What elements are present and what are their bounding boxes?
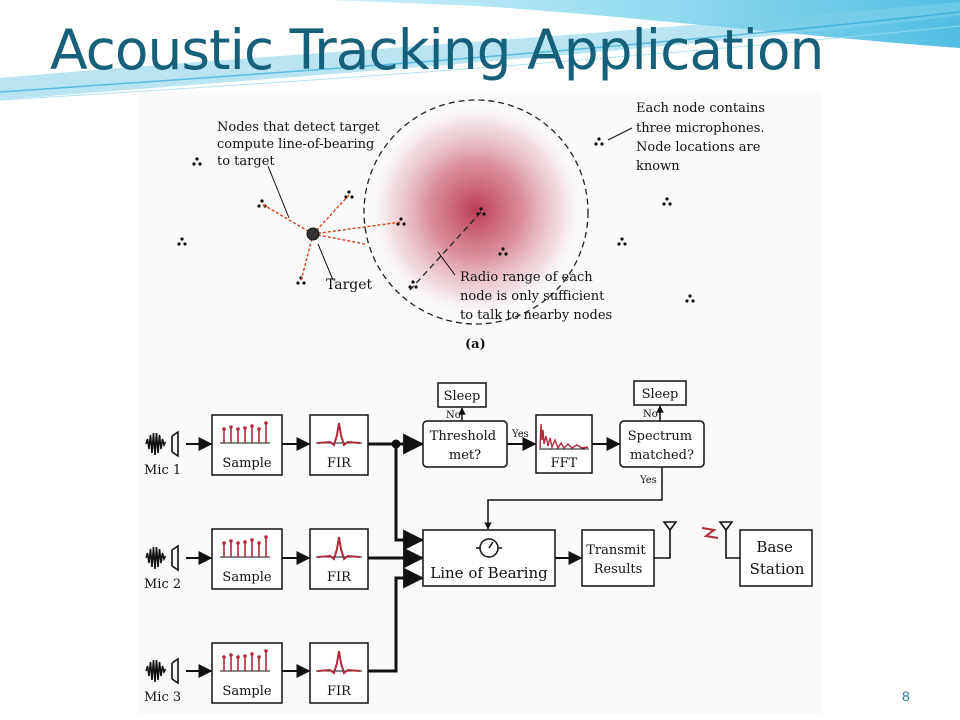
- radio-link-icon: [654, 521, 740, 559]
- page-number: 8: [902, 688, 910, 704]
- threshold-line-2: met?: [449, 448, 481, 463]
- slide-title: Acoustic Tracking Application: [50, 18, 824, 82]
- label-detect-line-3: to target: [217, 154, 275, 169]
- mic-1-label: Mic 1: [144, 463, 181, 478]
- sample-box-1: [211, 414, 283, 476]
- svg-text:Base Station: Base Station: [750, 538, 805, 578]
- mic-row-3: Mic 3 Sample FIR: [144, 642, 369, 705]
- sample-box-2: [211, 528, 283, 590]
- svg-text:Each node contains three: Each node contains three microphones. No…: [636, 101, 769, 174]
- svg-text:Threshold met?: Threshold met?: [430, 429, 500, 463]
- diagram-caption: (a): [465, 337, 486, 352]
- sample-label-3: Sample: [222, 684, 271, 699]
- mic-3-label: Mic 3: [144, 690, 181, 705]
- sleep-box-1: [437, 382, 487, 408]
- processing-flow: Mic 1 Sample FIR Mic 2 Sample FIR Mic 3: [144, 380, 813, 705]
- transmit-line-1: Transmit: [586, 543, 646, 558]
- label-each-node-line-2: three microphones.: [636, 121, 765, 136]
- sample-label-2: Sample: [222, 570, 271, 585]
- spectrum-line-1: Spectrum: [628, 429, 692, 444]
- lines-of-bearing: [261, 194, 402, 282]
- no-label-2: No: [643, 409, 658, 420]
- radio-range-circle: [363, 99, 589, 325]
- sleep-box-2: [633, 380, 687, 406]
- mic-row-2: Mic 2 Sample FIR: [144, 528, 369, 592]
- sleep-label-2: Sleep: [642, 387, 679, 402]
- yes-label-2: Yes: [639, 475, 657, 486]
- base-line-1: Base: [756, 538, 793, 556]
- line-of-bearing-label: Line of Bearing: [430, 564, 548, 582]
- svg-text:Radio range of each node: Radio range of each node is only suffici…: [460, 270, 612, 323]
- base-station-box: [739, 529, 813, 587]
- fir-connections: [368, 433, 425, 673]
- label-target: Target: [326, 277, 373, 293]
- label-detect-line-1: Nodes that detect target: [217, 120, 380, 135]
- transmit-box: [581, 529, 655, 587]
- radio-range-glow: [368, 102, 584, 318]
- sample-label-1: Sample: [222, 456, 271, 471]
- header-banner: [0, 0, 960, 101]
- no-label-1: No: [446, 410, 461, 421]
- sample-box-3: [211, 642, 283, 704]
- svg-text:Nodes that detect target: Nodes that detect target compute line-of…: [217, 120, 384, 169]
- transmit-line-2: Results: [594, 562, 643, 577]
- label-radio-line-3: to talk to nearby nodes: [460, 308, 612, 323]
- target-marker: [306, 227, 320, 241]
- fft-label: FFT: [551, 456, 578, 471]
- label-each-node-line-3: Node locations are: [636, 140, 761, 155]
- spectrum-line-2: matched?: [630, 448, 694, 463]
- mic-2-label: Mic 2: [144, 577, 181, 592]
- sleep-label-1: Sleep: [444, 389, 481, 404]
- yes-label-1: Yes: [511, 429, 529, 440]
- label-each-node-line-1: Each node contains: [636, 101, 765, 116]
- radio-radius-line: [409, 211, 482, 291]
- compass-icon: [476, 538, 502, 558]
- fft-spectrum-icon: [539, 423, 589, 450]
- label-radio-line-2: node is only sufficient: [460, 289, 605, 304]
- label-radio-line-1: Radio range of each: [460, 270, 593, 285]
- svg-text:Spectrum matched?: Spectrum matched?: [628, 429, 696, 463]
- svg-text:Transmit Results: Transmit Results: [586, 543, 650, 577]
- base-line-2: Station: [750, 560, 805, 578]
- fir-label-3: FIR: [327, 684, 352, 699]
- threshold-line-1: Threshold: [430, 429, 496, 444]
- fir-label-2: FIR: [327, 570, 352, 585]
- fir-label-1: FIR: [327, 456, 352, 471]
- label-detect-line-2: compute line-of-bearing: [217, 137, 374, 152]
- tracking-diagram: Nodes that detect target compute line-of…: [177, 99, 769, 352]
- label-each-node-line-4: known: [636, 159, 680, 174]
